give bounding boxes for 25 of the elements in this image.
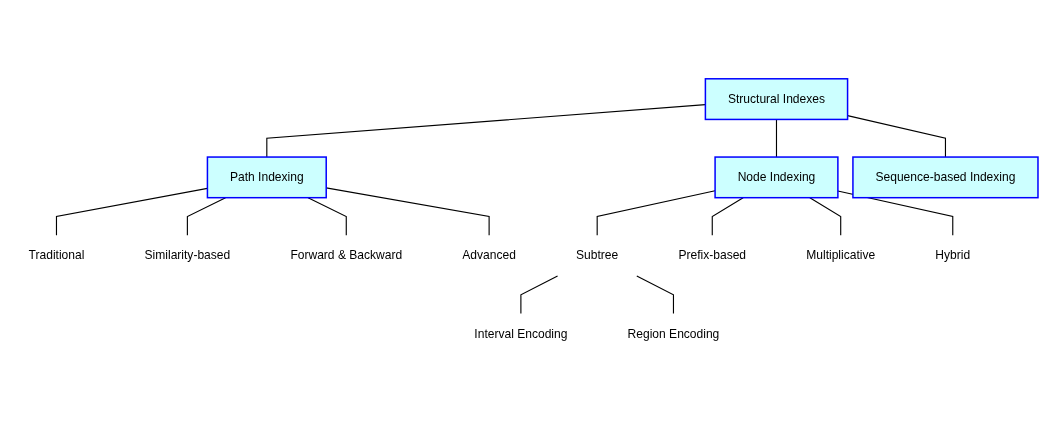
connector (847, 115, 947, 158)
node-text: Interval Encoding (474, 327, 568, 340)
node-text: Multiplicative (806, 248, 876, 262)
node-text: Forward & Backward (290, 248, 403, 262)
connector (186, 197, 227, 236)
connector (520, 275, 559, 315)
node-box: Path Indexing (206, 156, 327, 199)
connector (711, 197, 744, 236)
node-text: Subtree (576, 248, 619, 262)
connector (307, 197, 347, 236)
connector (55, 187, 208, 236)
connector (775, 118, 778, 158)
connector (809, 197, 842, 236)
connector (266, 104, 706, 158)
node-text: Hybrid (935, 248, 971, 262)
node-text: Prefix-based (678, 248, 747, 262)
node-box: Structural Indexes (704, 78, 849, 121)
node-text: Region Encoding (627, 327, 720, 340)
node-box: Sequence-based Indexing (852, 156, 1039, 199)
connector (636, 275, 675, 315)
node-text: Traditional (28, 248, 85, 262)
node-text: Advanced (462, 248, 516, 262)
node-text: Similarity-based (144, 248, 231, 262)
node-box: Node Indexing (714, 156, 839, 199)
connector (596, 190, 716, 236)
